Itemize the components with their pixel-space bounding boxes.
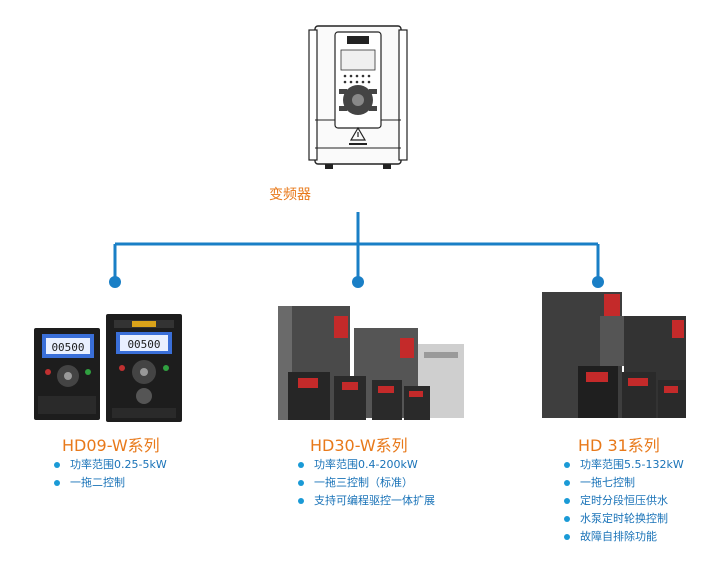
bullet-dot (54, 462, 60, 468)
bullet-dot (564, 498, 570, 504)
bullet-dot (564, 480, 570, 486)
series-3-feature-list: 功率范围5.5-132kW 一拖七控制 定时分段恒压供水 水泵定时轮换控制 故障… (564, 456, 684, 546)
bullet-dot (298, 498, 304, 504)
feature-item: 支持可编程驱控一体扩展 (298, 492, 435, 510)
series-2-feature-list: 功率范围0.4-200kW 一拖三控制（标准） 支持可编程驱控一体扩展 (298, 456, 435, 510)
series-2-title: HD30-W系列 (310, 436, 408, 455)
root-drive-image (308, 25, 408, 169)
feature-text: 一拖七控制 (580, 476, 635, 489)
feature-text: 定时分段恒压供水 (580, 494, 668, 507)
feature-item: 功率范围5.5-132kW (564, 456, 684, 474)
bullet-dot (298, 480, 304, 486)
node-dot-right (592, 276, 604, 288)
feature-item: 定时分段恒压供水 (564, 492, 684, 510)
feature-item: 一拖七控制 (564, 474, 684, 492)
series-1-feature-list: 功率范围0.25-5kW 一拖二控制 (54, 456, 167, 492)
bullet-dot (298, 462, 304, 468)
feature-text: 功率范围0.4-200kW (314, 458, 418, 471)
feature-item: 功率范围0.4-200kW (298, 456, 435, 474)
feature-text: 支持可编程驱控一体扩展 (314, 494, 435, 507)
bullet-dot (54, 480, 60, 486)
feature-item: 故障自排除功能 (564, 528, 684, 546)
feature-item: 功率范围0.25-5kW (54, 456, 167, 474)
node-dot-left (109, 276, 121, 288)
feature-text: 一拖三控制（标准） (314, 476, 413, 489)
feature-text: 一拖二控制 (70, 476, 125, 489)
feature-text: 故障自排除功能 (580, 530, 657, 543)
bullet-dot (564, 462, 570, 468)
bullet-dot (564, 516, 570, 522)
series-2-drive-image (278, 306, 464, 420)
series-1-display-text-large: 00500 (127, 338, 160, 351)
feature-text: 水泵定时轮换控制 (580, 512, 668, 525)
root-label: 变频器 (269, 187, 311, 203)
feature-item: 水泵定时轮换控制 (564, 510, 684, 528)
series-3-title: HD 31系列 (578, 436, 660, 455)
series-1-drive-image: 00500 00500 (34, 314, 182, 422)
node-dot-center (352, 276, 364, 288)
series-1-title: HD09-W系列 (62, 436, 160, 455)
feature-text: 功率范围5.5-132kW (580, 458, 684, 471)
series-3-drive-image (542, 292, 686, 418)
bullet-dot (564, 534, 570, 540)
feature-text: 功率范围0.25-5kW (70, 458, 167, 471)
series-1-display-text-small: 00500 (51, 341, 84, 354)
feature-item: 一拖二控制 (54, 474, 167, 492)
feature-item: 一拖三控制（标准） (298, 474, 435, 492)
